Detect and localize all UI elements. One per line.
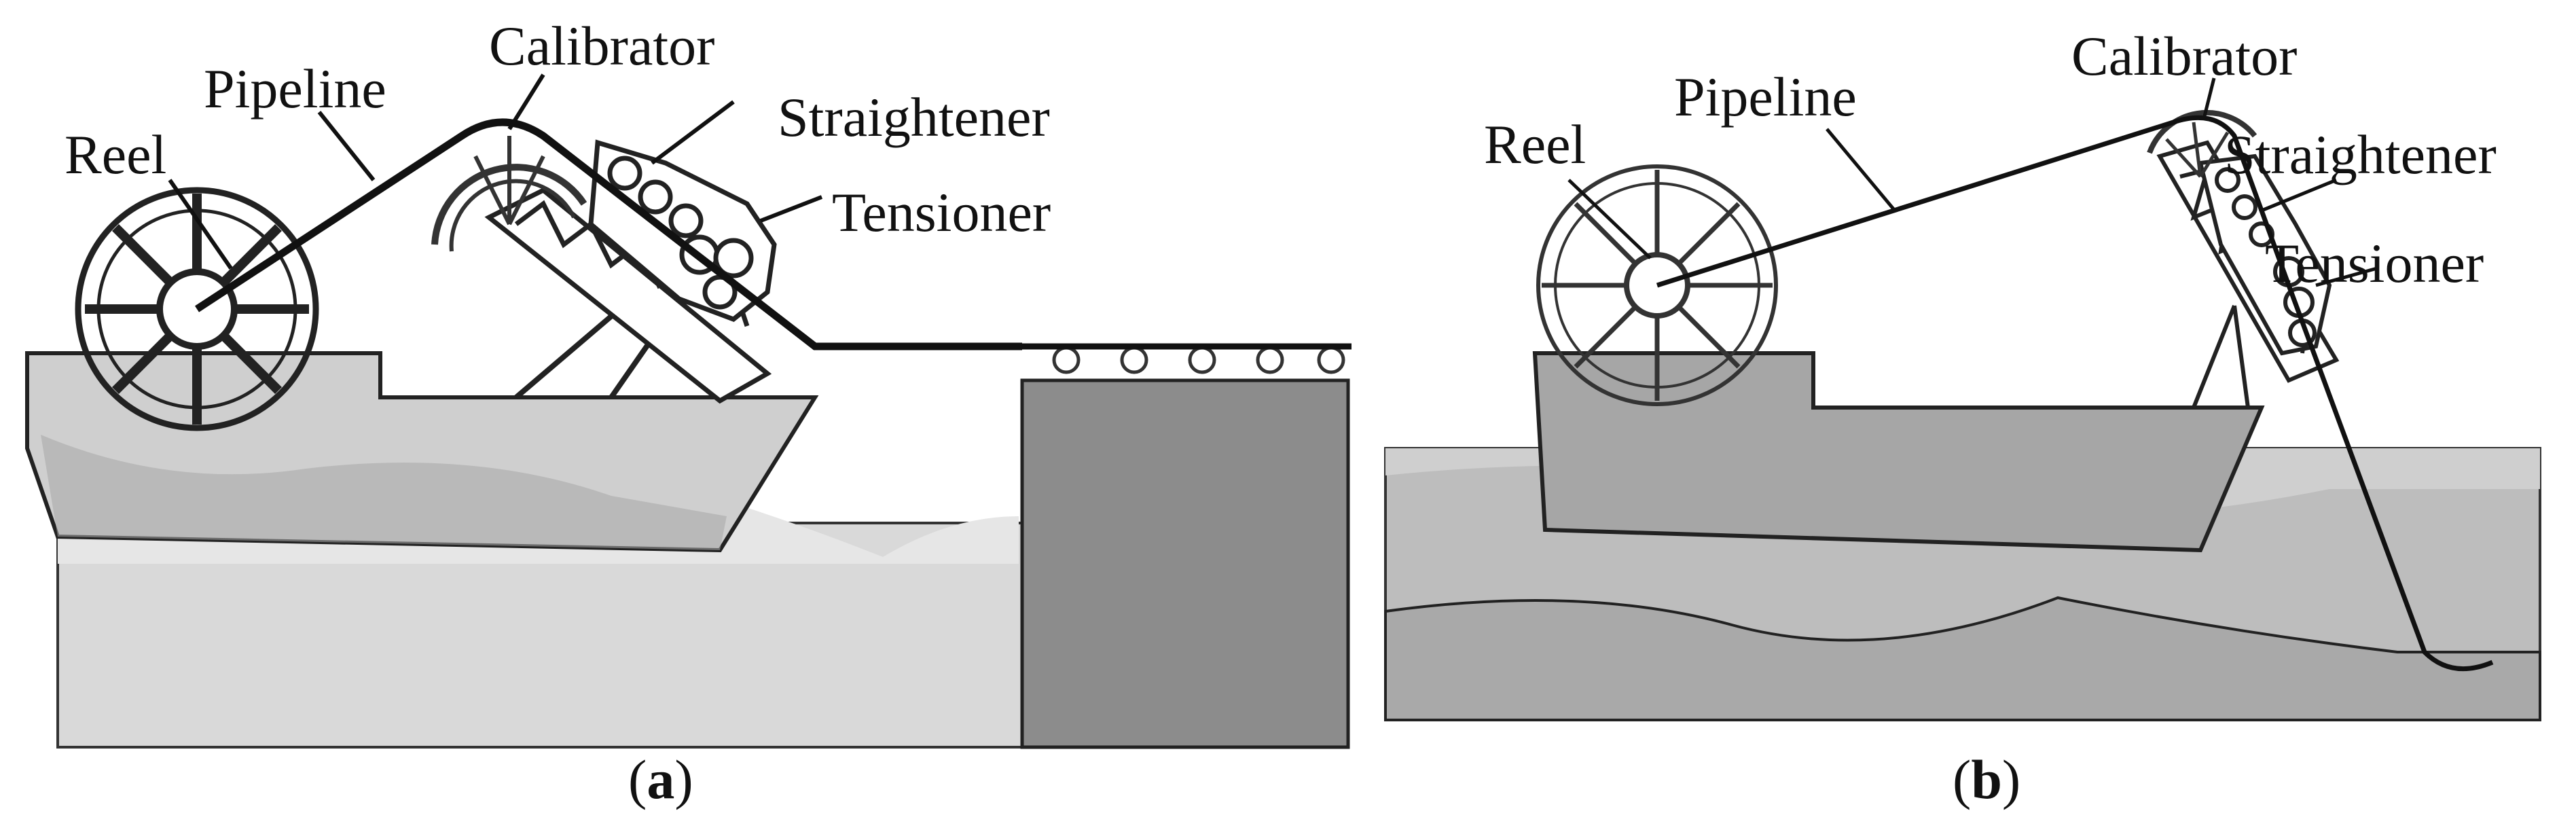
caption-b-open: ( <box>1953 749 1971 810</box>
calibrator-a <box>431 136 587 252</box>
caption-b: (b) <box>1953 749 2020 810</box>
panel-a-diagram: Reel Pipeline Calibrator Straightener Te… <box>25 15 1352 810</box>
quay-a <box>1020 378 1350 749</box>
label-calibrator-b: Calibrator <box>2071 25 2297 87</box>
label-pipeline-a: Pipeline <box>204 58 386 120</box>
leaders-b <box>1567 77 2378 287</box>
label-straightener-a: Straightener <box>778 86 1050 148</box>
caption-a: (a) <box>628 749 693 810</box>
quay-rollers-a <box>1052 346 1345 374</box>
label-reel-b: Reel <box>1484 113 1586 175</box>
reel-b <box>1536 164 1778 406</box>
panel-b: Reel Pipeline Calibrator Straightener Te… <box>1379 0 2576 828</box>
label-reel-a: Reel <box>65 124 166 185</box>
pipeline-a <box>194 118 1022 350</box>
panel-a: Reel Pipeline Calibrator Straightener Te… <box>25 15 1352 810</box>
leaders-a <box>168 73 823 270</box>
caption-b-letter: b <box>1971 749 2002 810</box>
seabed-b <box>1384 596 2541 721</box>
label-pipeline-b: Pipeline <box>1674 66 1857 128</box>
panel-b-diagram: Reel Pipeline Calibrator Straightener Te… <box>1384 25 2541 810</box>
label-straightener-b: Straightener <box>2224 124 2497 185</box>
caption-a-close: ) <box>674 749 693 810</box>
vessel-hull-b <box>1532 351 2265 553</box>
label-tensioner-a: Tensioner <box>832 181 1051 243</box>
label-tensioner-b: Tensioner <box>2265 232 2484 294</box>
hull-shadow-a <box>41 435 727 550</box>
label-calibrator-a: Calibrator <box>489 15 714 77</box>
caption-a-open: ( <box>628 749 647 810</box>
calibrator-b <box>2147 110 2257 178</box>
caption-b-close: ) <box>2002 749 2020 810</box>
caption-a-letter: a <box>647 749 674 810</box>
